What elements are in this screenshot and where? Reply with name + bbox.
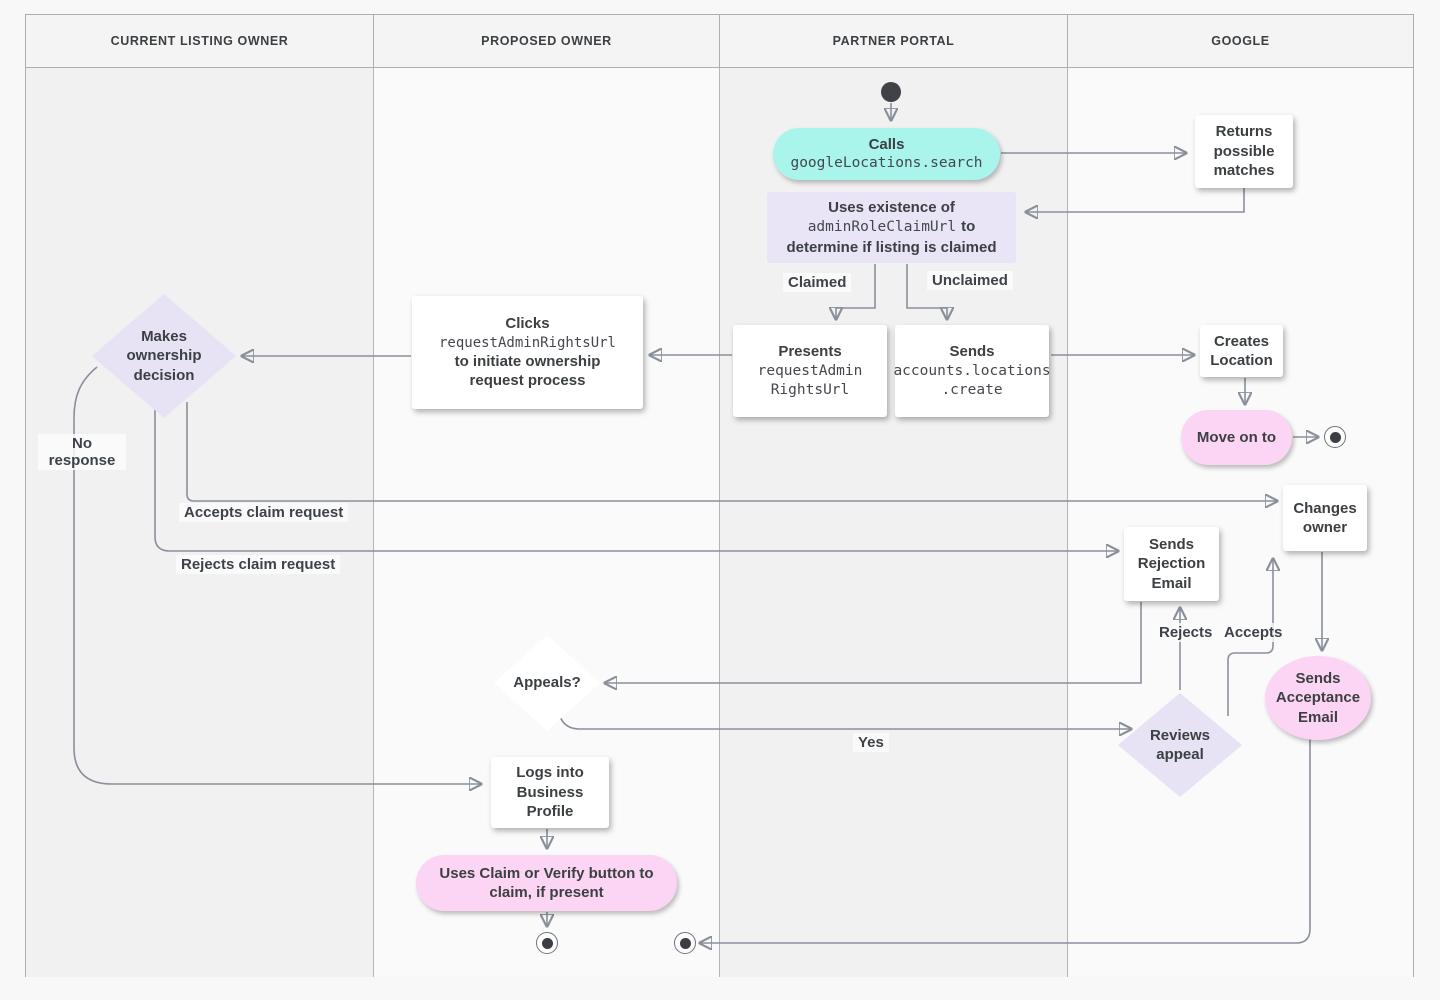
node-code: adminRoleClaimUrl [807, 219, 957, 236]
node-text: Sends Rejection Email [1137, 535, 1206, 592]
lane-header-google: GOOGLE [1068, 15, 1413, 68]
node-creates-location: Creates Location [1200, 325, 1283, 377]
node-text-line3: determine if listing is claimed [786, 238, 997, 256]
node-title: Calls [868, 135, 905, 153]
node-changes-owner: Changes owner [1283, 485, 1367, 551]
node-sends-acceptance-email: Sends Acceptance Email [1265, 656, 1371, 740]
node-text-rest: to initiate ownership request process [454, 352, 601, 390]
end-node-move-on [1324, 426, 1346, 448]
end-node-dot [679, 937, 691, 949]
lane-body-proposed-owner [374, 68, 720, 977]
lane-header-current-listing-owner: CURRENT LISTING OWNER [26, 15, 374, 68]
node-returns-possible-matches: Returns possible matches [1195, 115, 1293, 188]
node-text: Sends Acceptance Email [1275, 669, 1361, 726]
edge-label-yes: Yes [853, 733, 889, 752]
node-uses-claim-or-verify: Uses Claim or Verify button to claim, if… [416, 855, 677, 911]
node-calls-googlelocations-search: Calls googleLocations.search [773, 128, 1000, 180]
node-title: Clicks [505, 315, 550, 333]
node-text: Changes owner [1293, 499, 1357, 537]
end-node-claim [536, 932, 558, 954]
lane-title: PROPOSED OWNER [481, 34, 612, 48]
lane-header-proposed-owner: PROPOSED OWNER [374, 15, 720, 68]
node-text: Makes ownership decision [126, 327, 202, 384]
node-code-line2: RightsUrl [770, 381, 850, 398]
node-text: Move on to [1196, 428, 1277, 446]
node-text: Logs into Business Profile [516, 764, 584, 821]
node-text-line1: Uses existence of [828, 198, 955, 216]
start-node [881, 82, 901, 102]
edge-label-accepts: Accepts [1219, 623, 1288, 642]
end-node-dot [1329, 431, 1341, 443]
node-code: requestAdminRightsUrl [438, 334, 616, 351]
edge-label-claimed: Claimed [783, 273, 852, 292]
node-clicks-request-admin-rights-url: Clicks requestAdminRightsUrl to initiate… [412, 296, 643, 409]
node-text: Creates Location [1210, 332, 1273, 370]
node-sends-rejection-email: Sends Rejection Email [1124, 527, 1219, 601]
node-text: Appeals? [513, 674, 581, 692]
edge-label-rejects: Rejects [1154, 623, 1218, 642]
node-code-line1: accounts.locations [893, 362, 1051, 379]
node-code: googleLocations.search [790, 155, 983, 172]
lane-header-partner-portal: PARTNER PORTAL [720, 15, 1068, 68]
node-title: Sends [949, 343, 995, 361]
end-node-acceptance [674, 932, 696, 954]
edge-label-accepts-claim-request: Accepts claim request [179, 503, 349, 522]
node-title: Presents [778, 343, 842, 361]
node-text: Reviews appeal [1149, 726, 1211, 764]
lane-title: PARTNER PORTAL [832, 34, 955, 48]
edge-label-rejects-claim-request: Rejects claim request [176, 555, 341, 574]
lane-title: CURRENT LISTING OWNER [110, 34, 289, 48]
node-text: Uses Claim or Verify button to claim, if… [439, 864, 654, 902]
lane-title: GOOGLE [1211, 34, 1270, 48]
node-text: Returns possible matches [1213, 123, 1275, 180]
node-code-line1: requestAdmin [757, 362, 863, 379]
end-node-dot [541, 937, 553, 949]
edge-label-unclaimed: Unclaimed [927, 271, 1013, 290]
node-code-line2: .create [941, 381, 1003, 398]
node-text-after-code: to [961, 218, 976, 236]
node-presents-request-admin-rights-url: Presents requestAdmin RightsUrl [733, 325, 887, 417]
edge-label-no-response: No response [38, 434, 126, 470]
node-sends-accounts-locations-create: Sends accounts.locations .create [893, 325, 1051, 417]
node-move-on-to: Move on to [1181, 410, 1292, 465]
lane-body-current-listing-owner [26, 68, 374, 977]
node-logs-into-business-profile: Logs into Business Profile [491, 757, 609, 828]
